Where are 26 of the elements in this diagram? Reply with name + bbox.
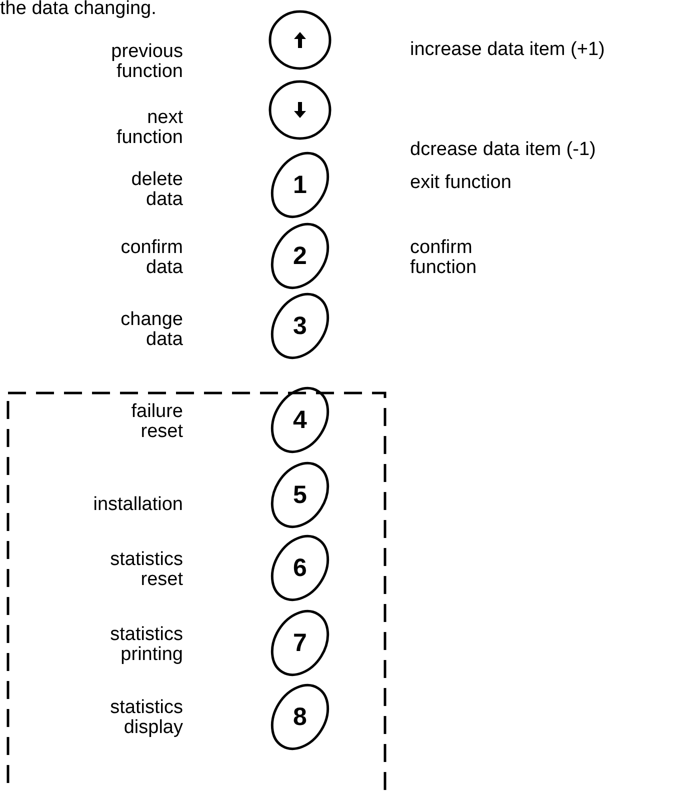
key-number: 4 xyxy=(293,408,307,432)
key-function-text: installation xyxy=(93,495,183,515)
key-function-text: confirm data xyxy=(120,238,183,278)
key-function-text: delete data xyxy=(131,170,183,210)
key-function-text: increase data item (+1) xyxy=(410,40,605,60)
key-function-text: failure reset xyxy=(131,402,183,442)
key-function-text: change data xyxy=(120,310,183,350)
key-function-text: statistics reset xyxy=(110,550,183,590)
key-number: 3 xyxy=(293,314,307,338)
key-function-text: next function xyxy=(116,108,183,148)
key-function-text: previous function xyxy=(111,42,183,82)
arrow-key xyxy=(269,80,331,140)
key-number: 1 xyxy=(293,172,307,198)
key-function-text: statistics display xyxy=(110,698,183,738)
arrow-key xyxy=(269,10,331,70)
key-number: 5 xyxy=(293,482,307,508)
key-function-text: statistics printing xyxy=(110,625,183,665)
key-function-text: dcrease data item (-1) xyxy=(410,140,596,160)
key-number: 6 xyxy=(293,556,307,580)
key-number: 2 xyxy=(293,244,307,268)
key-number: 8 xyxy=(293,704,307,730)
key-number: 7 xyxy=(293,630,307,656)
dashed-group-frame xyxy=(8,393,385,791)
key-function-text: confirm function xyxy=(410,238,477,278)
intro-text-fragment: the data changing. xyxy=(0,0,156,19)
key-function-text: exit function xyxy=(410,173,512,193)
